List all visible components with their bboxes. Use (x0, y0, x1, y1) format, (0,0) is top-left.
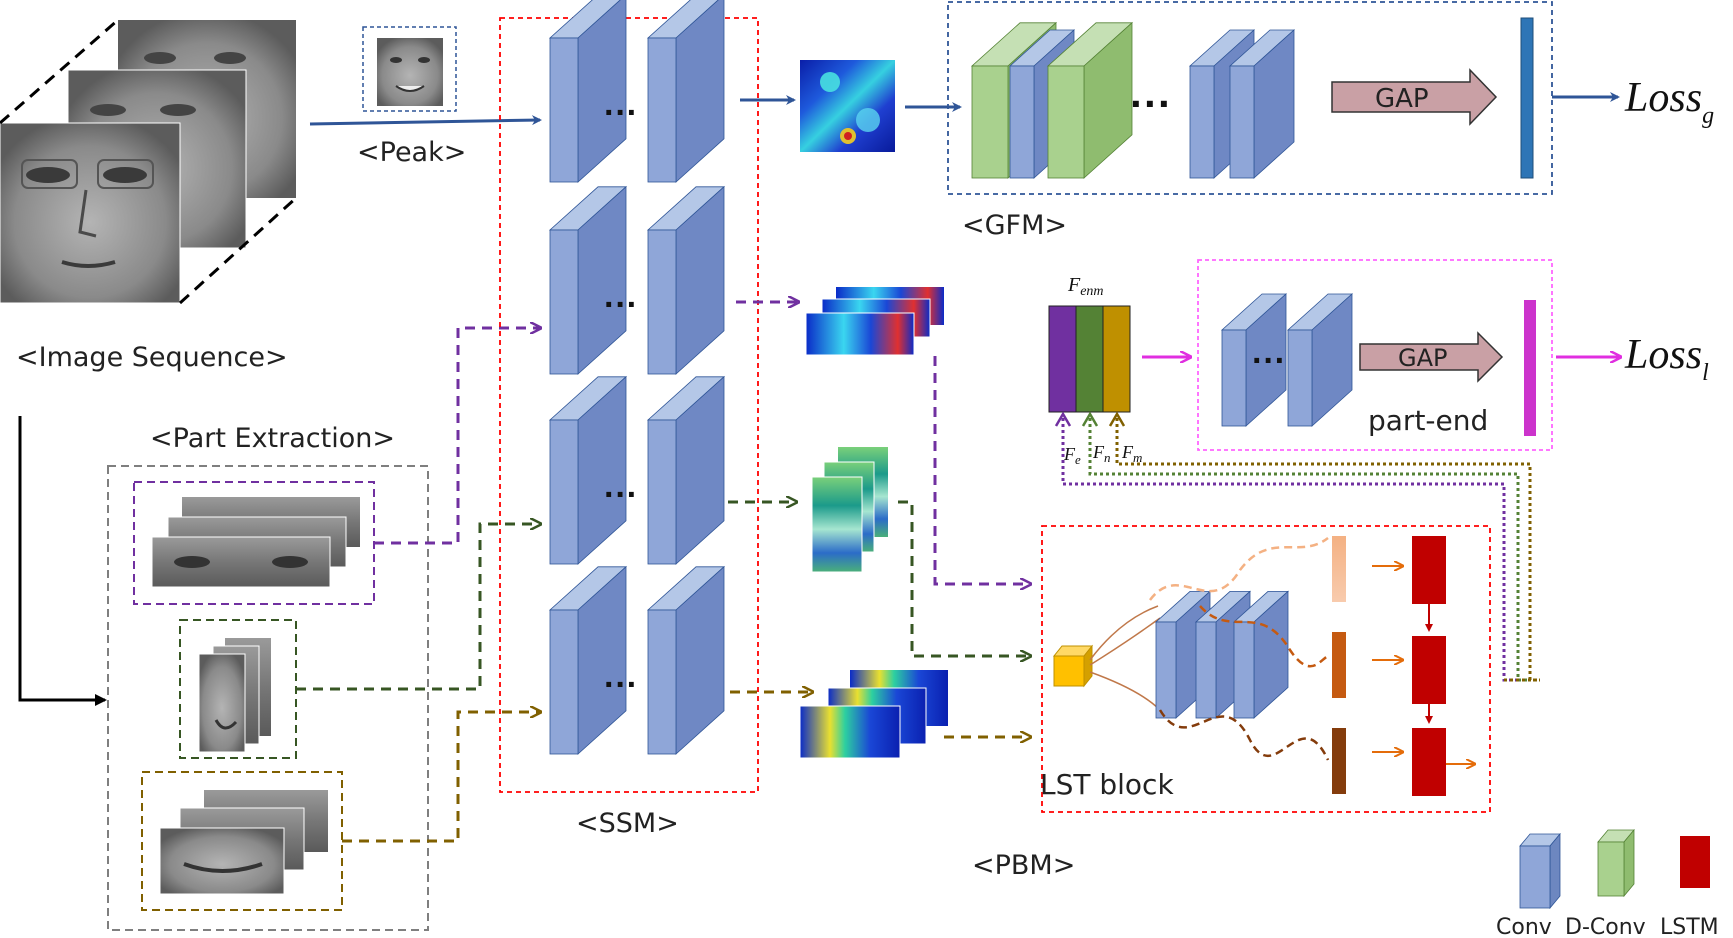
gfm-ellipsis: ··· (1130, 80, 1172, 127)
lstm-input-bar-1 (1332, 536, 1346, 602)
gap-part-label: GAP (1398, 344, 1448, 372)
part-end-conv-blocks (1220, 293, 1354, 427)
loss-global: Lossg (1624, 75, 1714, 129)
heatmap-eyes (805, 287, 944, 356)
f-n-label: Fn (1092, 442, 1111, 465)
legend: Conv D-Conv LSTM (1496, 828, 1719, 938)
feature-mouth-bar (1102, 305, 1131, 413)
f-enm-label: Fenm (1067, 274, 1104, 299)
lstm-input-bar-2 (1332, 632, 1346, 698)
mouth-flow-arrow (342, 712, 540, 843)
f-m-label: Fm (1121, 442, 1142, 465)
global-feature-vector (1520, 17, 1534, 179)
ssm-ellipsis-2: ··· (604, 286, 638, 324)
gfm-label: <GFM> (962, 210, 1067, 241)
gfm-dconv-2 (1046, 21, 1134, 179)
feature-nose-bar (1075, 305, 1104, 413)
part-extraction-box (107, 465, 429, 931)
part-end-ellipsis: ··· (1252, 342, 1286, 380)
eyes-to-lst-arrow (933, 356, 1030, 584)
ssm-conv-1a (548, 0, 627, 183)
lstm-input-bar-3 (1332, 728, 1346, 794)
feature-eye-bar (1048, 305, 1077, 413)
part-extraction-label: <Part Extraction> (150, 423, 395, 454)
ssm-conv-4a (548, 565, 628, 755)
peak-frame (362, 26, 457, 112)
ssm-ellipsis-1: ··· (604, 94, 638, 132)
nose-to-lst-arrow (898, 500, 1030, 656)
heatmap-global (800, 60, 895, 152)
eye-flow-arrow (374, 328, 540, 545)
heatmap-nose (811, 447, 888, 573)
ssm-conv-3b (646, 375, 726, 565)
peak-label: <Peak> (357, 137, 466, 168)
gap-global-label: GAP (1375, 84, 1429, 114)
part-end-conv-1 (1220, 293, 1288, 427)
feedback-eye-line (1061, 418, 1520, 682)
nose-flow-arrow (296, 524, 540, 691)
legend-conv-label: Conv (1496, 915, 1552, 938)
ssm-conv-rows: ··· ··· ··· ··· (548, 0, 726, 755)
lstm-cell-3 (1412, 728, 1446, 796)
sequence-to-parts-arrow (18, 416, 107, 706)
part-end-conv-2 (1286, 293, 1354, 427)
part-end-box (1197, 259, 1553, 451)
gfm-box (947, 1, 1553, 195)
part-feature-vector (1524, 300, 1536, 436)
feedback-nose-line (1088, 418, 1530, 682)
legend-conv-swatch (1519, 832, 1561, 910)
face-frame-front (0, 122, 181, 304)
lst-input-cube (1052, 644, 1094, 688)
f-e-label: Fe (1063, 444, 1081, 467)
feedback-mouth-line (1115, 418, 1540, 682)
legend-dconv-label: D-Conv (1565, 915, 1646, 938)
gap-global-arrow (1331, 68, 1498, 126)
image-sequence (0, 18, 298, 305)
ssm-conv-4b (646, 565, 726, 755)
lst-block-box (1041, 525, 1491, 813)
global-input-arrow (309, 115, 542, 126)
pbm-label: <PBM> (972, 850, 1075, 881)
lstm-cell-1 (1412, 536, 1446, 604)
gfm-conv-3 (1228, 29, 1296, 179)
legend-lstm-swatch (1680, 836, 1710, 888)
gap-part-arrow (1359, 331, 1504, 383)
ssm-label: <SSM> (576, 808, 679, 839)
ssm-conv-2b (646, 185, 726, 375)
ssm-ellipsis-4: ··· (604, 666, 638, 704)
legend-lstm-label: LSTM (1660, 915, 1719, 938)
ssm-conv-3a (548, 375, 628, 565)
legend-dconv-swatch (1597, 828, 1635, 898)
ssm-ellipsis-3: ··· (604, 476, 638, 514)
loss-local: Lossl (1624, 332, 1709, 386)
heatmap-mouth (799, 670, 948, 759)
lst-conv-3 (1232, 590, 1290, 719)
lst-conv-blocks (1154, 590, 1290, 719)
lstm-cell-2 (1412, 636, 1446, 704)
gfm-conv-blocks (970, 21, 1296, 179)
ssm-conv-1b (646, 0, 725, 183)
image-sequence-label: <Image Sequence> (16, 342, 288, 373)
part-end-label: part-end (1368, 404, 1488, 437)
ssm-box (499, 17, 759, 793)
ssm-conv-2a (548, 185, 628, 375)
lst-block-label: LST block (1040, 768, 1174, 801)
